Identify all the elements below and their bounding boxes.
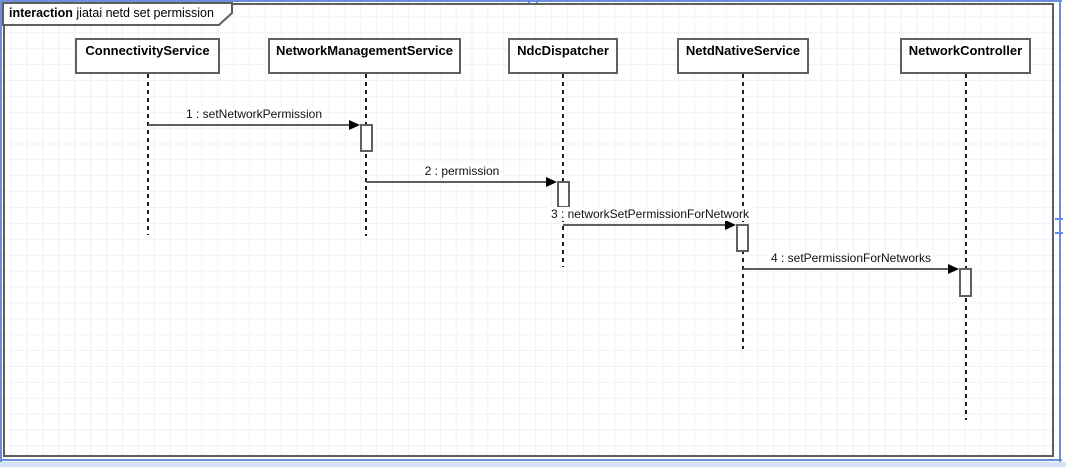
page-break-tick — [536, 0, 538, 4]
lifeline-box-network-management-service[interactable]: NetworkManagementService — [268, 38, 461, 74]
message-1-label[interactable]: 1 : setNetworkPermission — [183, 107, 325, 121]
activation-bar-network-controller[interactable] — [959, 268, 972, 297]
page-break-tick — [1055, 232, 1063, 234]
page-break-tick — [1055, 218, 1063, 220]
page-border-left — [0, 0, 2, 462]
message-2-arrowhead[interactable] — [546, 177, 557, 187]
message-1-arrowhead[interactable] — [349, 120, 360, 130]
activation-bar-ndc-dispatcher[interactable] — [557, 181, 570, 208]
lifeline-connectivity-service-line[interactable] — [147, 74, 149, 235]
page-border-top — [0, 0, 1062, 2]
frame-label-text: interaction jiatai netd set permission — [9, 6, 214, 21]
lifeline-box-connectivity-service[interactable]: ConnectivityService — [75, 38, 220, 74]
message-3-label[interactable]: 3 : networkSetPermissionForNetwork — [548, 207, 752, 221]
page-border-bottom — [0, 459, 1062, 461]
message-4-arrowhead[interactable] — [948, 264, 959, 274]
lifeline-label: NetworkController — [908, 42, 1023, 58]
message-4-arrow-line[interactable] — [743, 268, 950, 270]
frame-keyword: interaction — [9, 6, 73, 20]
lifeline-box-network-controller[interactable]: NetworkController — [900, 38, 1031, 74]
lifeline-network-controller-line[interactable] — [965, 74, 967, 420]
lifeline-ndc-dispatcher-line[interactable] — [562, 74, 564, 267]
message-1-arrow-line[interactable] — [148, 124, 351, 126]
lifeline-network-management-service-line[interactable] — [365, 74, 367, 236]
activation-bar-network-management-service[interactable] — [360, 124, 373, 152]
lifeline-label: NetdNativeService — [685, 42, 801, 58]
page-border-right — [1059, 0, 1061, 462]
frame-label-tab[interactable] — [2, 2, 234, 27]
message-2-arrow-line[interactable] — [366, 181, 548, 183]
lifeline-box-netd-native-service[interactable]: NetdNativeService — [677, 38, 809, 74]
interaction-frame[interactable] — [3, 3, 1054, 457]
message-4-label[interactable]: 4 : setPermissionForNetworks — [768, 251, 934, 265]
outside-page-area — [0, 462, 1066, 467]
frame-title: jiatai netd set permission — [76, 6, 214, 20]
page-break-tick — [528, 0, 530, 4]
message-3-arrow-line[interactable] — [563, 224, 727, 226]
lifeline-box-ndc-dispatcher[interactable]: NdcDispatcher — [508, 38, 618, 74]
lifeline-label: NdcDispatcher — [517, 42, 609, 58]
message-2-label[interactable]: 2 : permission — [422, 164, 502, 178]
activation-bar-netd-native-service[interactable] — [736, 224, 749, 252]
message-3-arrowhead[interactable] — [725, 220, 736, 230]
lifeline-label: NetworkManagementService — [275, 42, 453, 58]
lifeline-label: ConnectivityService — [85, 42, 210, 58]
